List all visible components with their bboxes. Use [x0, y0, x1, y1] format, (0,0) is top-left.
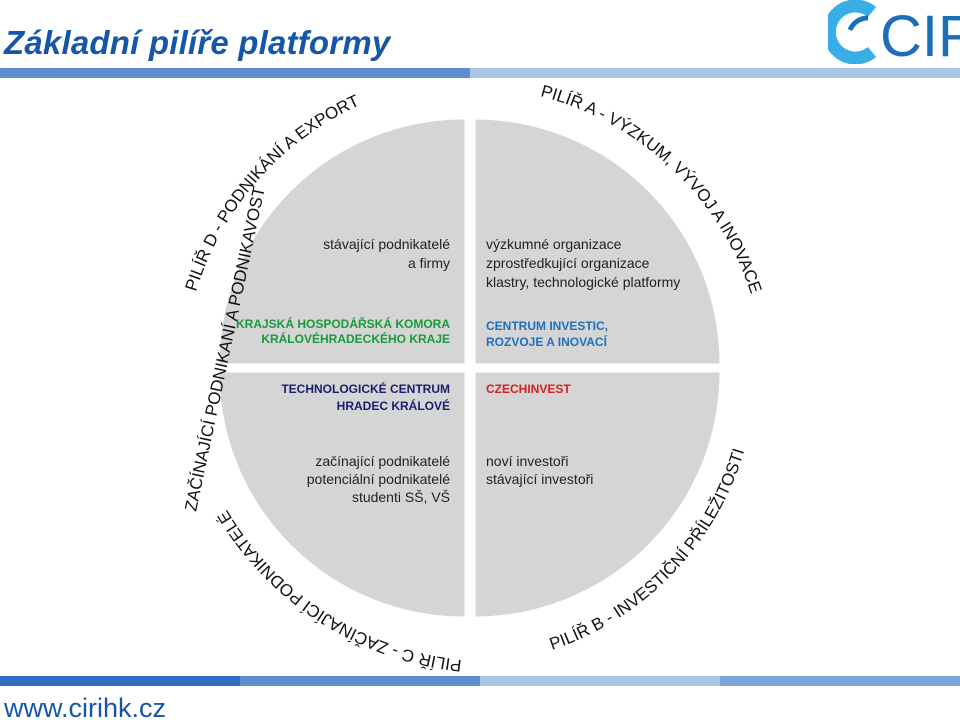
bl-target-3: studenti SŠ, VŠ: [352, 489, 450, 505]
quadrant-top-left: [218, 118, 466, 365]
footer-divider-end: [720, 676, 960, 686]
tr-org-2: ROZVOJE A INOVACÍ: [486, 334, 608, 349]
tr-org-1: CENTRUM INVESTIC,: [486, 319, 608, 333]
tl-target-2: a firmy: [408, 255, 450, 271]
tl-target-1: stávající podnikatelé: [323, 236, 450, 252]
tl-org-1: KRAJSKÁ HOSPODÁŘSKÁ KOMORA: [236, 316, 450, 331]
page-title: Základní pilíře platformy: [4, 24, 391, 61]
logo-text: CIRI: [880, 4, 960, 64]
tr-target-3: klastry, technologické platformy: [486, 274, 680, 290]
header-divider-accent: [470, 68, 960, 78]
tr-target-1: výzkumné organizace: [486, 236, 622, 252]
ciri-logo: CIRI: [822, 0, 960, 69]
bl-target-1: začínající podnikatelé: [315, 453, 450, 469]
bl-org-2: HRADEC KRÁLOVÉ: [337, 398, 450, 413]
footer-divider-light: [480, 676, 720, 686]
quadrant-top-right: [474, 118, 721, 365]
tl-org-2: KRÁLOVÉHRADECKÉHO KRAJE: [261, 331, 450, 346]
quadrant-bottom-left: [218, 371, 466, 618]
bl-target-2: potenciální podnikatelé: [307, 471, 450, 487]
bl-org-1: TECHNOLOGICKÉ CENTRUM: [281, 381, 450, 396]
footer-divider: [0, 676, 240, 686]
br-org-1: CZECHINVEST: [486, 382, 571, 396]
tr-target-2: zprostředkující organizace: [486, 255, 650, 271]
br-target-2: stávající investoři: [486, 471, 593, 487]
br-target-1: noví investoři: [486, 453, 568, 469]
quadrant-bottom-right: [474, 371, 721, 618]
footer-url[interactable]: www.cirihk.cz: [4, 693, 167, 723]
footer-divider-mid: [240, 676, 480, 686]
